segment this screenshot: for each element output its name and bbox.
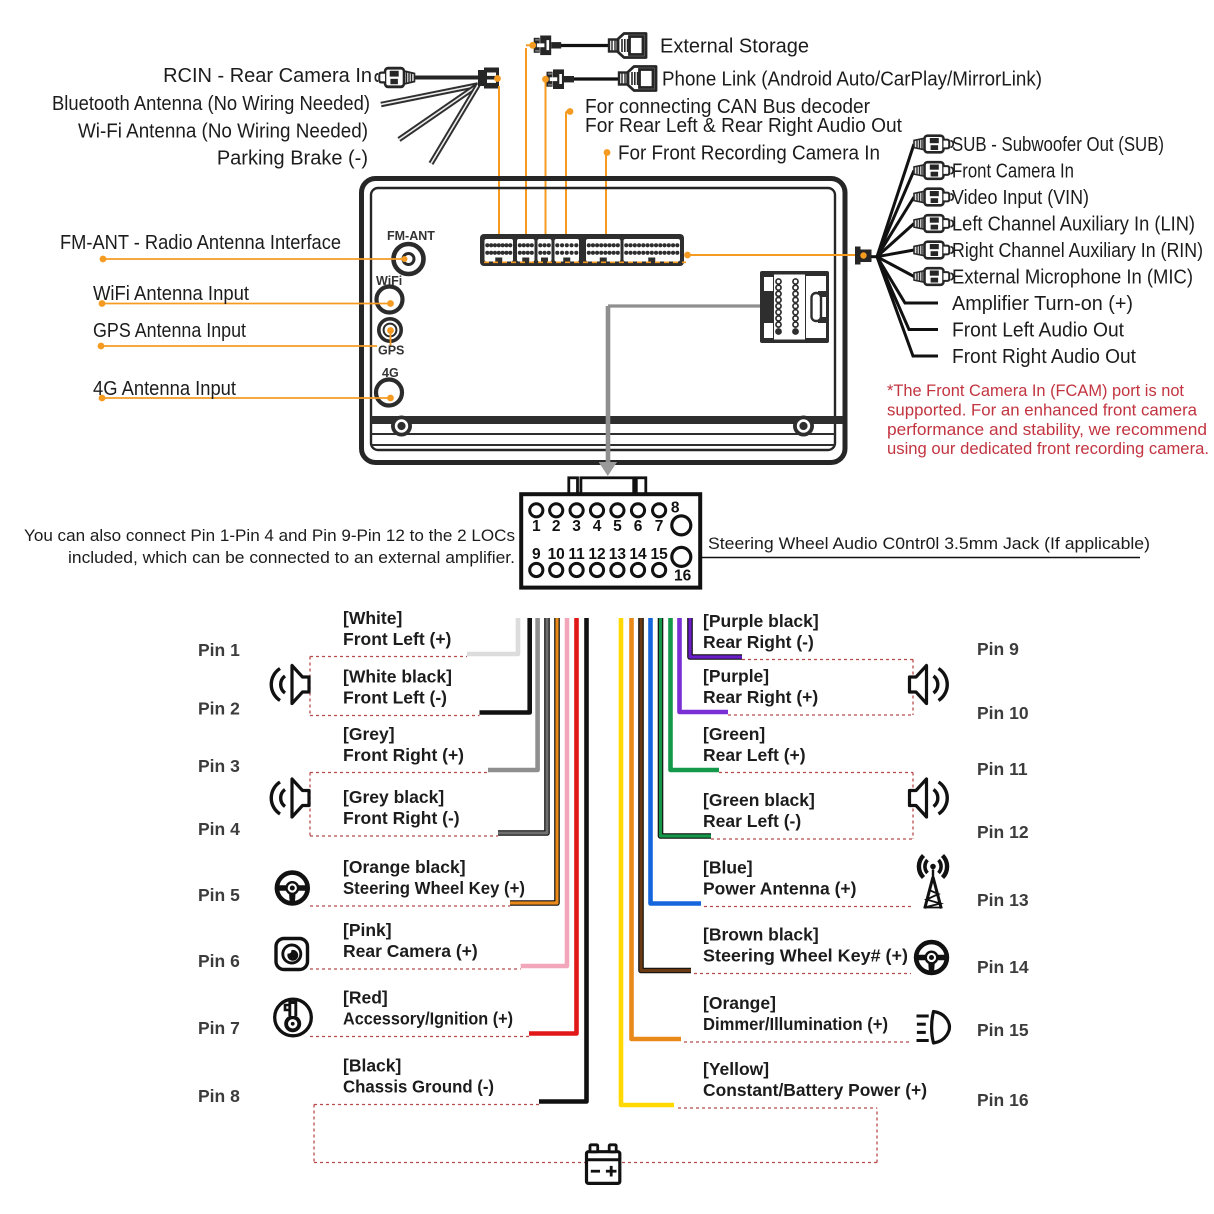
svg-text:[Orange]: [Orange]: [703, 993, 776, 1013]
svg-text:Pin 12: Pin 12: [977, 822, 1029, 842]
svg-text:Pin 7: Pin 7: [198, 1018, 240, 1038]
svg-text:You can also connect Pin 1-Pin: You can also connect Pin 1-Pin 4 and Pin…: [24, 526, 515, 545]
svg-text:Front Right Audio Out: Front Right Audio Out: [952, 346, 1136, 368]
svg-text:Bluetooth Antenna (No Wiring N: Bluetooth Antenna (No Wiring Needed): [52, 93, 370, 115]
svg-text:Pin 16: Pin 16: [977, 1090, 1029, 1110]
svg-text:Rear Left (-): Rear Left (-): [703, 811, 801, 831]
svg-text:[Purple]: [Purple]: [703, 666, 769, 686]
svg-text:GPS: GPS: [378, 344, 404, 358]
svg-text:[Brown black]: [Brown black]: [703, 925, 819, 945]
svg-text:For Rear Left & Rear Right Aud: For Rear Left & Rear Right Audio Out: [585, 115, 902, 137]
svg-text:Steering Wheel Audio C0ntr0l 3: Steering Wheel Audio C0ntr0l 3.5mm Jack …: [708, 534, 1150, 553]
svg-text:Rear Camera (+): Rear Camera (+): [343, 941, 478, 961]
svg-text:[Orange black]: [Orange black]: [343, 857, 466, 877]
svg-text:Rear Right (+): Rear Right (+): [703, 687, 818, 707]
svg-text:Front Right (+): Front Right (+): [343, 745, 464, 765]
svg-text:For connecting CAN Bus decoder: For connecting CAN Bus decoder: [585, 96, 870, 118]
svg-text:Pin 3: Pin 3: [198, 756, 240, 776]
svg-text:included, which can be connect: included, which can be connected to an e…: [68, 548, 515, 567]
svg-text:Constant/Battery Power (+): Constant/Battery Power (+): [703, 1080, 927, 1100]
svg-text:Pin 11: Pin 11: [977, 759, 1028, 779]
svg-text:[Black]: [Black]: [343, 1056, 401, 1076]
svg-text:RCIN - Rear Camera In: RCIN - Rear Camera In: [163, 65, 372, 87]
svg-text:WiFi Antenna Input: WiFi Antenna Input: [93, 283, 249, 305]
svg-text:For Front Recording Camera In: For Front Recording Camera In: [618, 143, 880, 165]
svg-text:External Microphone In (MIC): External Microphone In (MIC): [952, 267, 1193, 289]
svg-text:[Blue]: [Blue]: [703, 858, 753, 878]
svg-text:Video Input (VIN): Video Input (VIN): [952, 187, 1089, 209]
svg-text:[White black]: [White black]: [343, 667, 452, 687]
svg-text:Left Channel Auxiliary In (LIN: Left Channel Auxiliary In (LIN): [952, 214, 1195, 236]
svg-text:Steering Wheel Key (+): Steering Wheel Key (+): [343, 878, 525, 898]
svg-text:9: 9: [532, 546, 541, 563]
svg-text:10: 10: [548, 546, 565, 563]
svg-text:Rear Left (+): Rear Left (+): [703, 745, 806, 765]
svg-text:13: 13: [609, 546, 627, 563]
svg-text:Pin 1: Pin 1: [198, 640, 240, 660]
svg-text:[Purple black]: [Purple black]: [703, 611, 819, 631]
svg-text:[Yellow]: [Yellow]: [703, 1059, 769, 1079]
svg-text:[Grey]: [Grey]: [343, 724, 395, 744]
svg-text:16: 16: [674, 568, 692, 585]
svg-text:supported. For an enhanced fro: supported. For an enhanced front camera: [887, 401, 1197, 419]
svg-text:Parking Brake (-): Parking Brake (-): [217, 148, 368, 170]
svg-text:5: 5: [613, 518, 622, 535]
svg-text:4: 4: [593, 518, 602, 535]
svg-text:15: 15: [650, 546, 668, 563]
svg-text:Pin 15: Pin 15: [977, 1020, 1029, 1040]
svg-text:performance and stability, we: performance and stability, we recommend: [887, 421, 1207, 439]
svg-text:[Green]: [Green]: [703, 724, 765, 744]
svg-text:Front Left (-): Front Left (-): [343, 688, 447, 708]
svg-text:Pin 14: Pin 14: [977, 957, 1029, 977]
svg-text:Pin 10: Pin 10: [977, 703, 1029, 723]
svg-text:[Red]: [Red]: [343, 988, 388, 1008]
svg-text:14: 14: [629, 546, 647, 563]
svg-text:2: 2: [552, 518, 561, 535]
svg-text:Pin 9: Pin 9: [977, 639, 1019, 659]
svg-text:FM-ANT: FM-ANT: [387, 229, 435, 243]
svg-text:Right Channel Auxiliary In (RI: Right Channel Auxiliary In (RIN): [952, 240, 1203, 262]
svg-text:Rear Right (-): Rear Right (-): [703, 632, 814, 652]
svg-text:GPS Antenna Input: GPS Antenna Input: [93, 320, 246, 342]
svg-text:Chassis Ground (-): Chassis Ground (-): [343, 1077, 494, 1097]
svg-text:Amplifier Turn-on (+): Amplifier Turn-on (+): [952, 293, 1133, 315]
svg-text:*The Front Camera In (FCAM) po: *The Front Camera In (FCAM) port is not: [887, 382, 1184, 400]
svg-text:using our dedicated front reco: using our dedicated front recording came…: [887, 440, 1209, 458]
svg-text:4G Antenna Input: 4G Antenna Input: [93, 378, 236, 400]
svg-text:11: 11: [568, 546, 585, 563]
svg-text:Pin 13: Pin 13: [977, 890, 1029, 910]
svg-text:Front Left (+): Front Left (+): [343, 629, 451, 649]
svg-text:Phone Link (Android Auto/CarPl: Phone Link (Android Auto/CarPlay/MirrorL…: [662, 69, 1042, 91]
svg-text:Dimmer/Illumination (+): Dimmer/Illumination (+): [703, 1014, 888, 1034]
svg-text:4G: 4G: [382, 366, 399, 380]
svg-text:Wi-Fi Antenna (No Wiring Neede: Wi-Fi Antenna (No Wiring Needed): [78, 121, 368, 143]
svg-text:[Grey black]: [Grey black]: [343, 787, 444, 807]
svg-text:Front Camera In: Front Camera In: [952, 161, 1074, 183]
svg-text:FM-ANT - Radio Antenna Interfa: FM-ANT - Radio Antenna Interface: [60, 232, 341, 254]
svg-text:12: 12: [588, 546, 605, 563]
svg-text:1: 1: [532, 518, 541, 535]
svg-text:Front Right (-): Front Right (-): [343, 808, 460, 828]
svg-text:8: 8: [671, 499, 680, 516]
svg-text:Accessory/Ignition (+): Accessory/Ignition (+): [343, 1009, 513, 1029]
svg-text:Power Antenna (+): Power Antenna (+): [703, 879, 856, 899]
svg-text:[White]: [White]: [343, 608, 402, 628]
svg-text:3: 3: [572, 518, 581, 535]
svg-text:6: 6: [634, 518, 643, 535]
svg-text:SUB - Subwoofer Out (SUB): SUB - Subwoofer Out (SUB): [952, 134, 1164, 156]
svg-text:Pin 8: Pin 8: [198, 1086, 240, 1106]
svg-text:Pin 4: Pin 4: [198, 819, 240, 839]
svg-text:Steering Wheel Key# (+): Steering Wheel Key# (+): [703, 946, 908, 966]
svg-text:WiFi: WiFi: [376, 274, 402, 288]
svg-text:Pin 2: Pin 2: [198, 699, 240, 719]
svg-text:Pin 6: Pin 6: [198, 951, 240, 971]
svg-text:7: 7: [655, 518, 664, 535]
svg-text:Pin 5: Pin 5: [198, 885, 240, 905]
svg-text:[Green black]: [Green black]: [703, 790, 815, 810]
svg-text:[Pink]: [Pink]: [343, 920, 392, 940]
svg-text:Front Left Audio Out: Front Left Audio Out: [952, 320, 1124, 342]
svg-text:External Storage: External Storage: [660, 36, 809, 58]
